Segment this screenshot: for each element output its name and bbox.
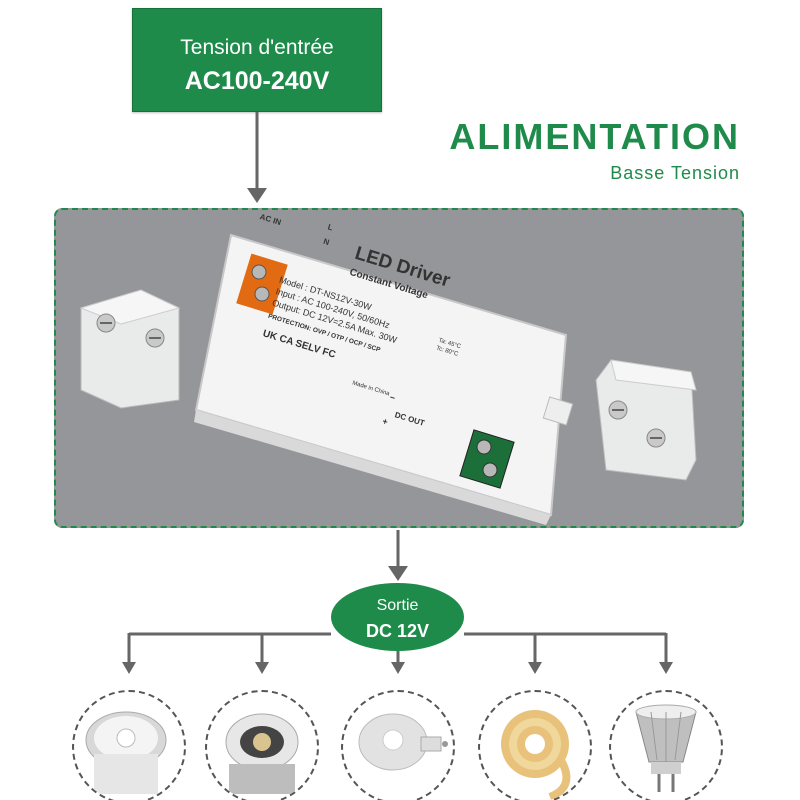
product-photo-panel: LED Driver Constant Voltage Model : DT-N… [54, 208, 744, 528]
title-main: ALIMENTATION [449, 116, 740, 157]
led-driver-illustration: LED Driver Constant Voltage Model : DT-N… [79, 212, 697, 525]
left-cover-cap [79, 289, 181, 409]
gu10-bulb-icon [341, 690, 455, 800]
output-voltage-ellipse: Sortie DC 12V [331, 583, 464, 651]
driver-term-minus: − [389, 392, 397, 403]
arrow-head-input [247, 188, 267, 203]
driver-body [194, 233, 574, 525]
title-sub: Basse Tension [610, 163, 740, 183]
ac-terminal-block [236, 253, 288, 315]
mr16-bulb-icon [609, 690, 723, 800]
right-cover-cap [595, 359, 697, 481]
input-voltage-box: Tension d'entrée AC100-240V [132, 8, 382, 112]
led-strip-reel-icon [478, 690, 592, 800]
arrow-head-output [388, 566, 408, 581]
gu10-spotlight-icon [72, 690, 186, 800]
output-voltage-value: DC 12V [365, 621, 430, 641]
driver-ac-in: AC IN [259, 212, 283, 227]
dc-terminal-block [459, 429, 515, 489]
driver-term-l: L [327, 222, 334, 232]
input-voltage-label: Tension d'entrée [180, 36, 334, 59]
driver-term-plus: + [381, 416, 389, 427]
recessed-downlight-icon [205, 690, 319, 800]
input-voltage-value: AC100-240V [184, 67, 330, 95]
output-voltage-label: Sortie [376, 597, 419, 614]
driver-term-n: N [322, 237, 330, 247]
